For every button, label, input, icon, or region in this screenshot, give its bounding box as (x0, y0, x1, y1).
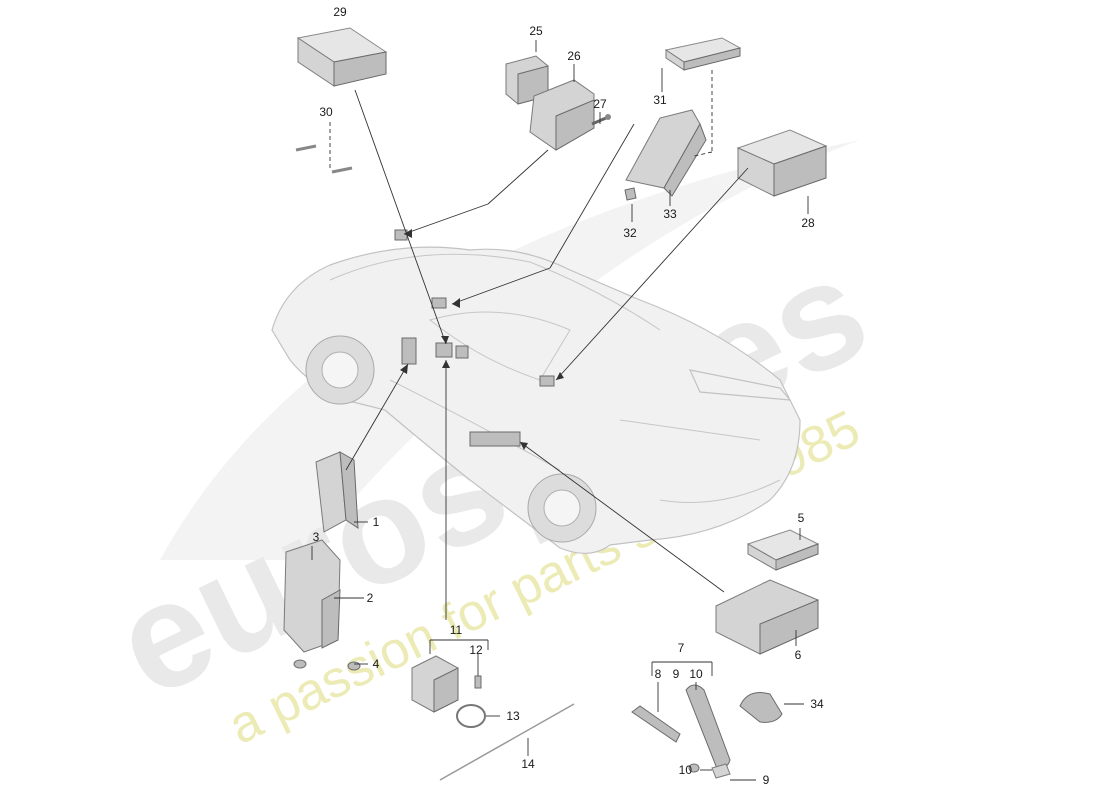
callout-26: 26 (567, 49, 581, 63)
rear-spoiler (688, 369, 792, 401)
callout-numbers: 29 30 25 26 27 31 28 32 33 1 3 2 4 5 6 1… (313, 5, 824, 787)
callout-7: 7 (678, 641, 685, 655)
part-32-nut[interactable] (624, 187, 637, 201)
callout-9-top: 9 (673, 667, 680, 681)
callout-33: 33 (663, 207, 677, 221)
front-wheel-rim (321, 351, 359, 389)
part-11-switch[interactable] (411, 655, 459, 713)
part-28-control-unit[interactable] (736, 129, 828, 197)
car-window-line (428, 311, 571, 381)
callout-11: 11 (450, 623, 463, 637)
callout-28: 28 (801, 216, 815, 230)
callout-30: 30 (319, 105, 333, 119)
callout-14: 14 (521, 757, 535, 771)
rear-wheel-rim (543, 489, 581, 527)
part-1-control-unit[interactable] (315, 451, 359, 533)
part-27-screw[interactable] (591, 114, 611, 126)
mount-point-console (455, 345, 469, 359)
callout-5: 5 (798, 511, 805, 525)
car-rear-bumper (659, 479, 781, 503)
mount-point-center-tunnel (469, 431, 521, 447)
part-26-bracket[interactable] (529, 79, 595, 151)
callout-9-bottom: 9 (763, 773, 770, 787)
callout-10-bottom: 10 (679, 763, 693, 777)
part-34-cover[interactable] (739, 692, 783, 723)
callout-13: 13 (506, 709, 520, 723)
car-door-line (389, 379, 561, 471)
part-31-module[interactable] (664, 37, 742, 71)
mount-point-dash (435, 342, 453, 358)
part-9-key-fob[interactable] (685, 684, 731, 769)
callout-4: 4 (373, 657, 380, 671)
callout-10-top: 10 (689, 667, 703, 681)
callout-32: 32 (623, 226, 637, 240)
callout-2: 2 (367, 591, 374, 605)
part-2-bracket[interactable] (283, 539, 341, 653)
part-6-bracket[interactable] (715, 579, 819, 655)
part-29-control-unit[interactable] (296, 27, 388, 87)
car-illustration (271, 229, 801, 554)
mount-point-roof-front (394, 229, 408, 241)
callout-1: 1 (373, 515, 380, 529)
part-33-bracket[interactable] (625, 109, 707, 197)
car-roof-line (329, 253, 661, 331)
mount-point-rear-shelf (539, 375, 555, 387)
car-engine-lid (619, 419, 761, 441)
callout-25: 25 (529, 24, 543, 38)
callout-29: 29 (333, 5, 347, 19)
callout-8: 8 (655, 667, 662, 681)
part-12-bulb[interactable] (474, 675, 482, 689)
callout-12: 12 (469, 643, 483, 657)
callout-27: 27 (593, 97, 607, 111)
callout-6: 6 (795, 648, 802, 662)
callout-34: 34 (810, 697, 824, 711)
leader-lines (311, 40, 809, 781)
callout-3: 3 (313, 530, 320, 544)
part-13-ring[interactable] (456, 704, 486, 728)
part-8-key-blade[interactable] (631, 705, 681, 743)
callout-31: 31 (653, 93, 667, 107)
mount-point-roof-center (431, 297, 447, 309)
part-30-adhesive-strips[interactable] (295, 144, 353, 174)
mount-point-a-pillar (401, 337, 417, 365)
part-5-module[interactable] (746, 529, 820, 571)
part-10-key-cap[interactable] (688, 763, 731, 779)
part-14-cable[interactable] (439, 703, 575, 781)
